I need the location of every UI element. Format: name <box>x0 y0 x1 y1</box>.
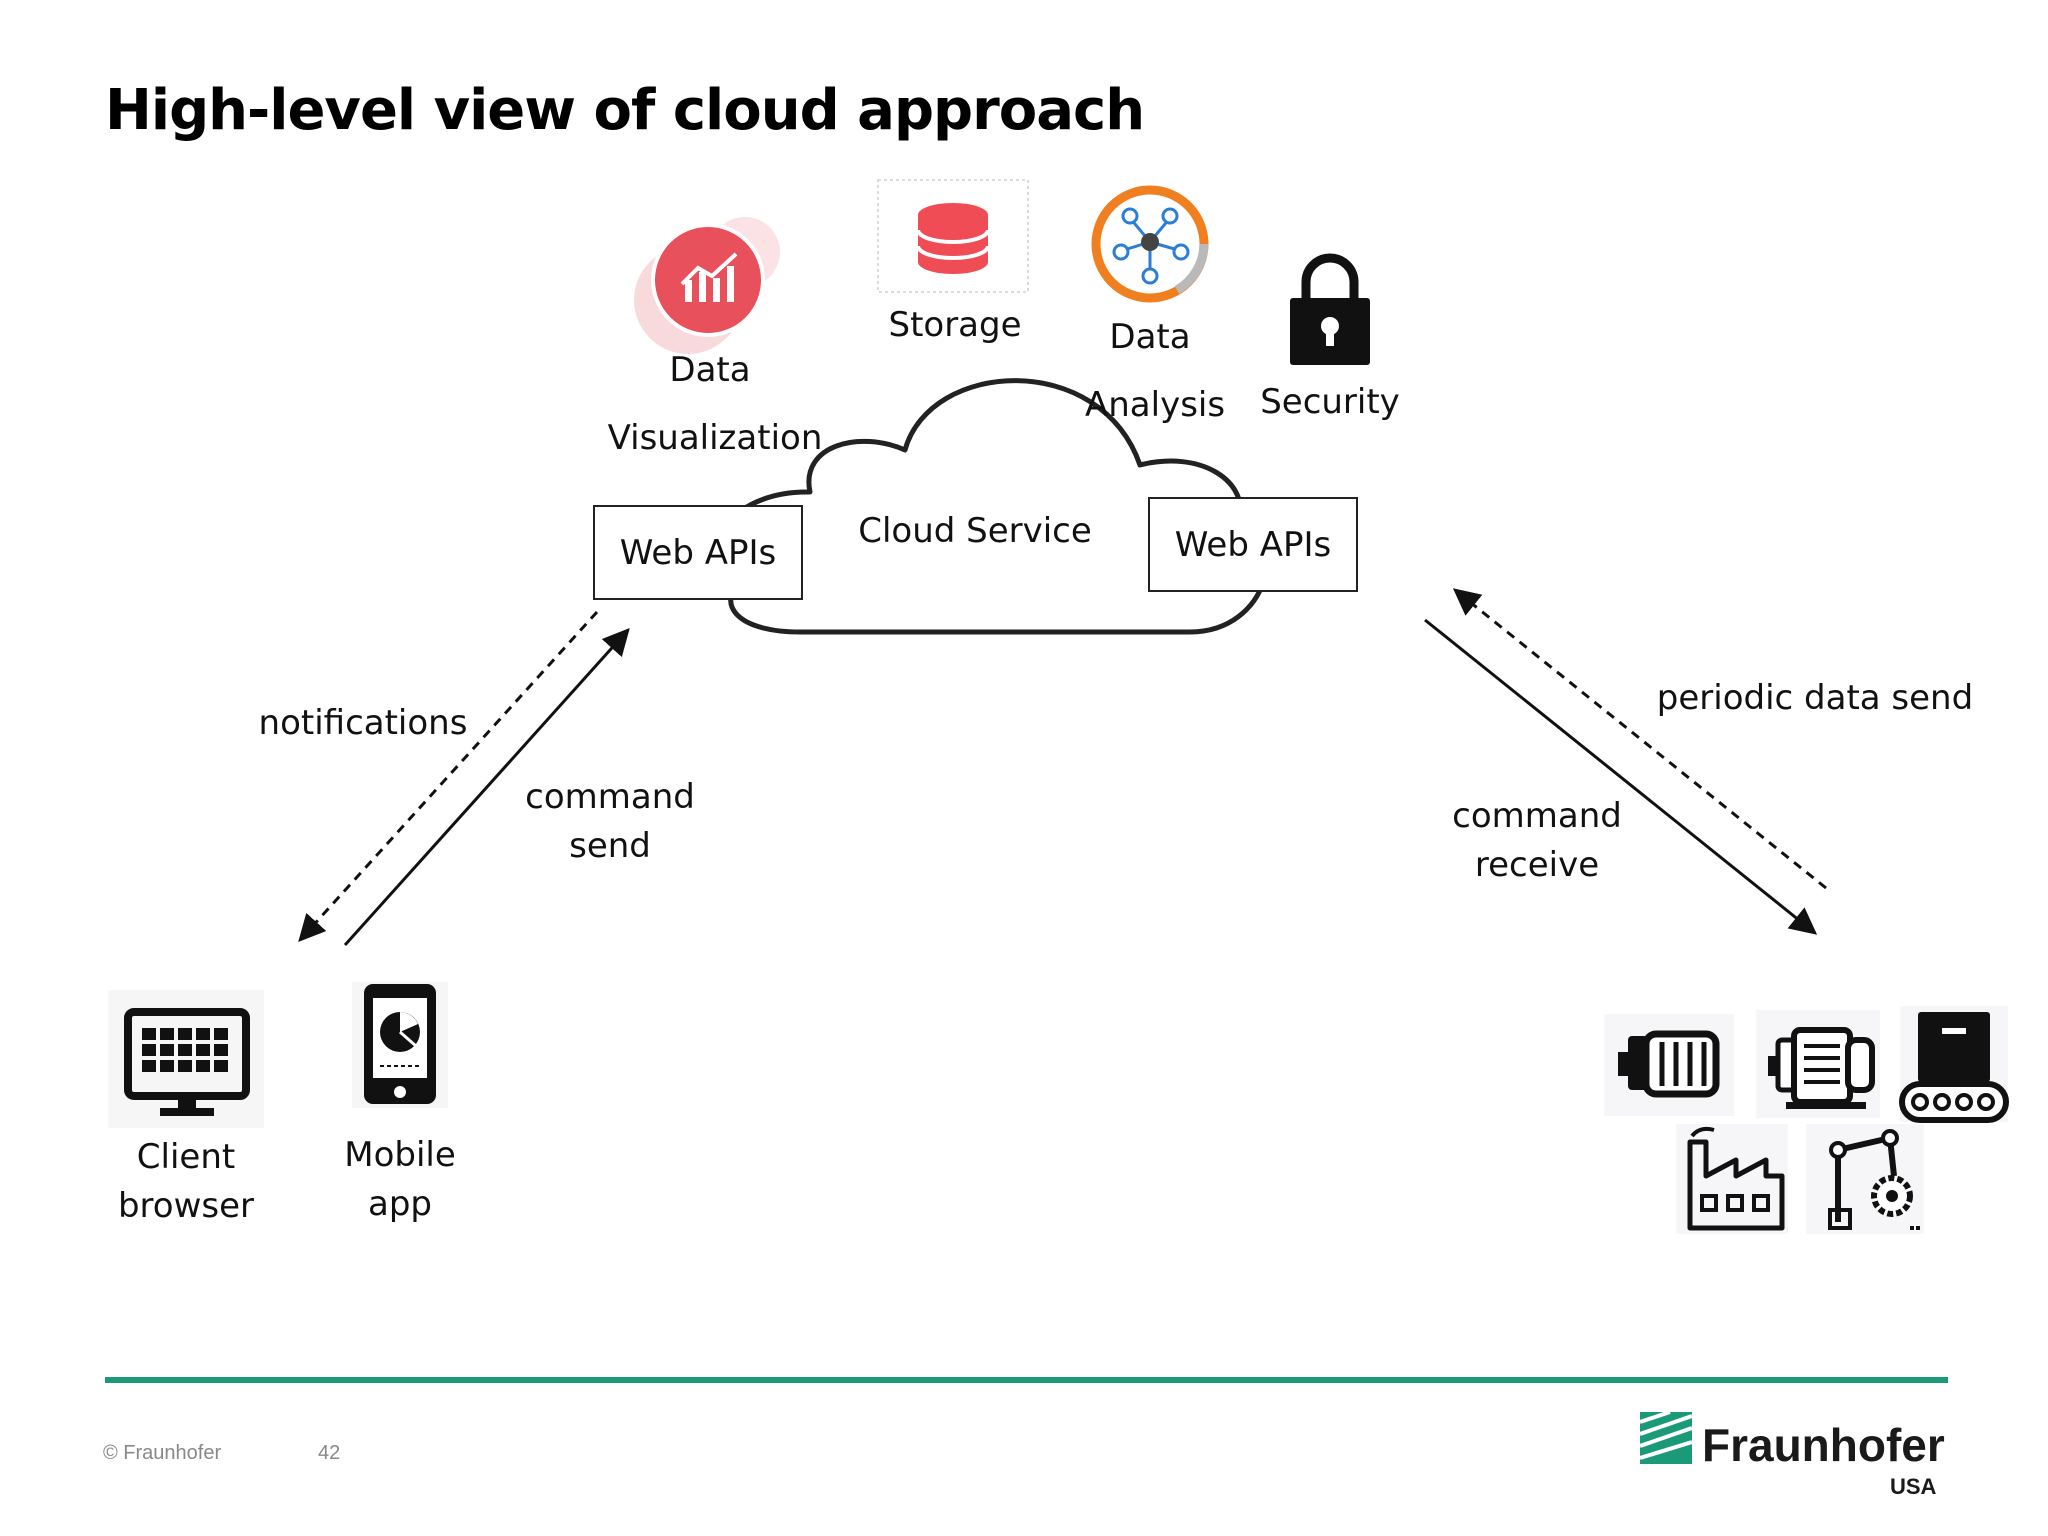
command-send-arrow <box>343 627 630 947</box>
mobile-app-label-1: Mobile <box>344 1135 456 1175</box>
robot-arm-icon <box>1806 1124 1924 1234</box>
conveyor-icon <box>1899 1006 2009 1123</box>
page-title: High-level view of cloud approach <box>105 78 1145 143</box>
right-web-apis-box: Web APIs <box>1148 497 1358 592</box>
command-receive-label-1: command <box>1452 796 1622 836</box>
security-label: Security <box>1260 382 1400 422</box>
motor-icon <box>1604 1014 1734 1116</box>
storage-label: Storage <box>888 305 1022 345</box>
padlock-icon <box>1290 253 1370 365</box>
command-receive-label-2: receive <box>1474 845 1600 885</box>
notifications-label: notifications <box>258 703 468 743</box>
pump-motor-icon <box>1756 1010 1880 1118</box>
client-browser-label-2: browser <box>117 1186 255 1226</box>
chart-icon <box>634 217 780 354</box>
data-visualization-label-1: Data <box>669 350 751 390</box>
notifications-arrow <box>298 610 599 943</box>
data-visualization-label-2: Visualization <box>607 418 823 458</box>
smartphone-icon <box>352 982 448 1108</box>
footer-rule <box>105 1377 1948 1383</box>
factory-icon <box>1676 1124 1788 1234</box>
data-analysis-label-1: Data <box>1109 317 1191 357</box>
database-icon <box>877 179 1029 293</box>
brand-sub: USA <box>1890 1474 1937 1499</box>
command-send-label-1: command <box>525 777 695 817</box>
command-receive-arrow <box>1424 618 1818 935</box>
data-analysis-label-2: Analysis <box>1085 385 1226 425</box>
network-analysis-icon <box>1091 185 1209 303</box>
periodic-data-send-label: periodic data send <box>1656 678 1974 718</box>
fraunhofer-logo-icon <box>1640 1412 1692 1464</box>
copyright: © Fraunhofer <box>103 1442 222 1464</box>
brand-name: Fraunhofer <box>1702 1419 1945 1471</box>
periodic-data-arrow <box>1452 588 1827 890</box>
left-web-apis-box: Web APIs <box>593 505 803 600</box>
page-number: 42 <box>318 1442 341 1464</box>
mobile-app-label-2: app <box>368 1184 432 1224</box>
client-browser-label-1: Client <box>136 1137 236 1177</box>
command-send-label-2: send <box>569 826 651 866</box>
cloud-service-label: Cloud Service <box>858 511 1092 551</box>
monitor-icon <box>108 990 264 1128</box>
